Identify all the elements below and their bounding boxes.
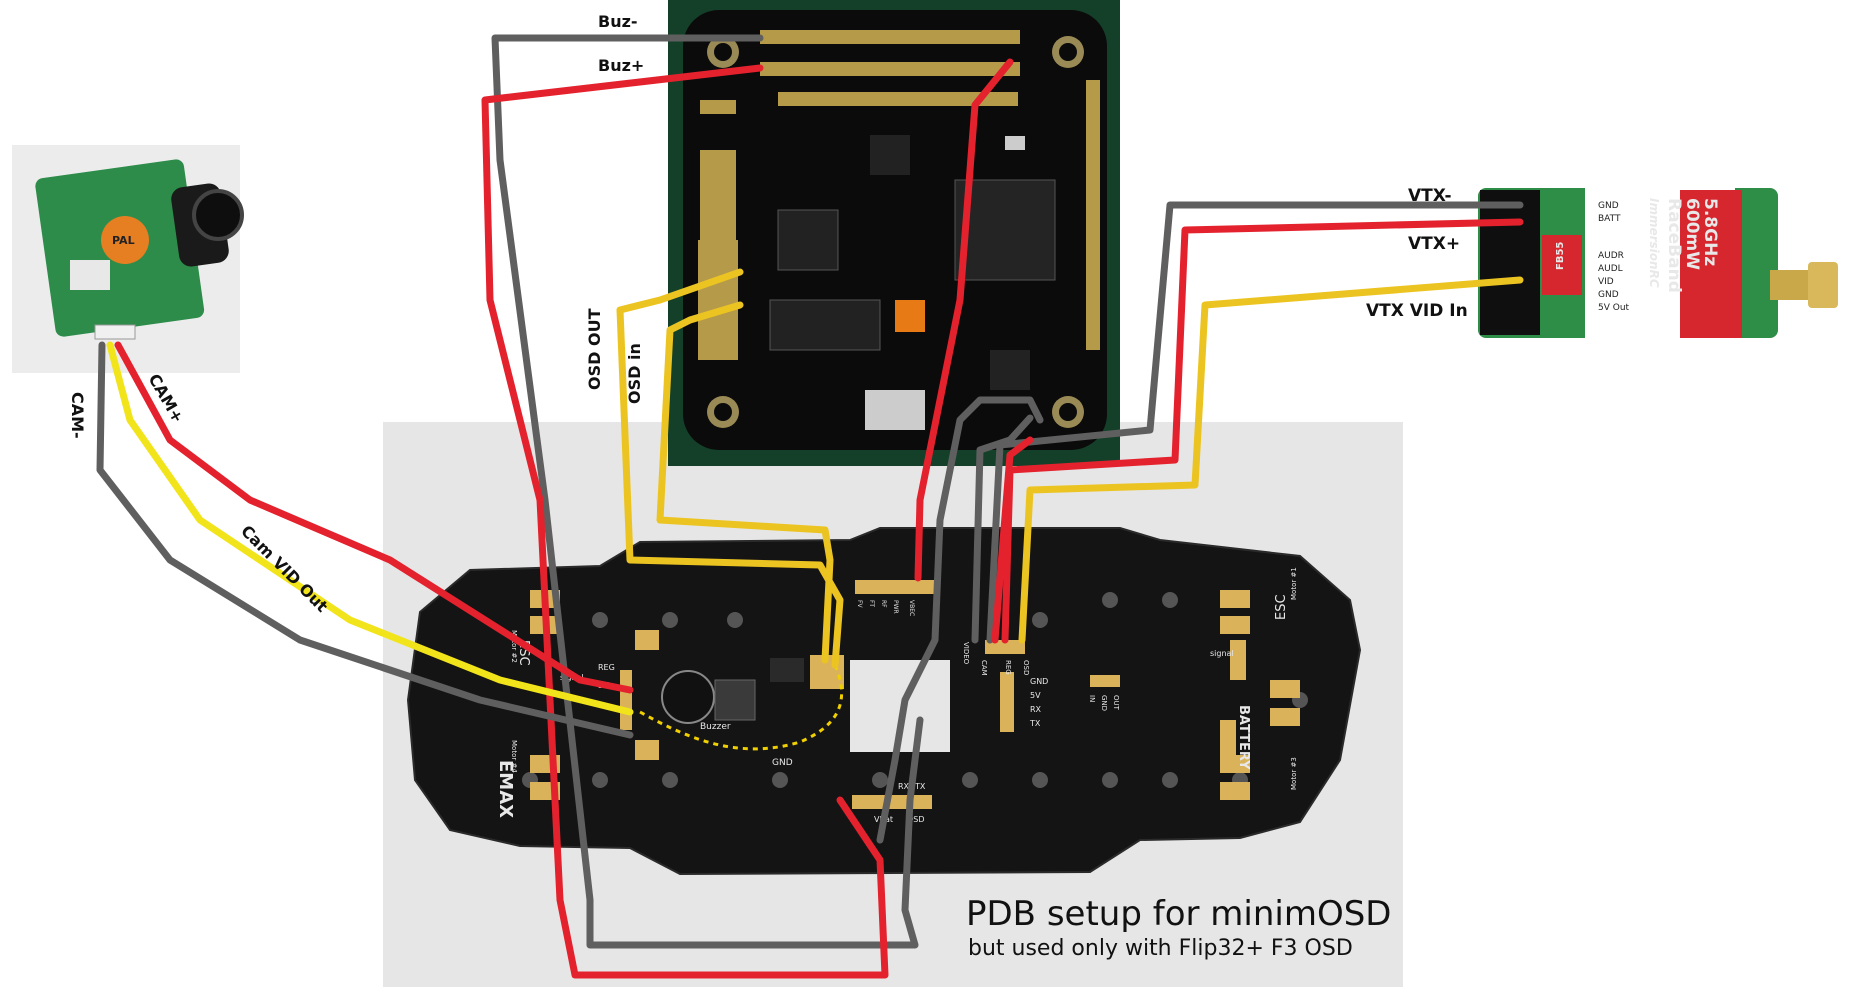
inductor-component	[714, 679, 756, 721]
svg-text:TX: TX	[1029, 719, 1041, 728]
label-vtx-minus: VTX-	[1408, 186, 1452, 206]
svg-text:GND: GND	[1030, 677, 1048, 686]
gnd-silk-label: GND	[772, 758, 793, 768]
buzzer-component	[661, 670, 715, 724]
svg-text:5V Out: 5V Out	[1598, 303, 1630, 313]
pdb-solder-pads	[530, 590, 1300, 800]
vtx-freq-text: 5.8GHz	[1700, 198, 1720, 266]
wire-fc-gray-2	[971, 414, 1034, 644]
vtx-sticker-text: FB55	[1555, 242, 1566, 270]
pdb-dotted-video-trace	[639, 664, 844, 751]
label-cam-vid-out: Cam VID Out	[237, 521, 332, 616]
caption-subtitle: but used only with Flip32+ F3 OSD	[968, 936, 1353, 961]
esc-silk-label-right: ESC	[1274, 594, 1289, 620]
svg-text:FT: FT	[868, 600, 875, 607]
regulator-chip	[770, 658, 804, 682]
svg-text:RX: RX	[898, 782, 910, 791]
svg-text:GND: GND	[1100, 695, 1108, 711]
label-vtx-vid-in: VTX VID In	[1366, 301, 1468, 321]
svg-text:FV: FV	[856, 600, 863, 608]
label-cam-minus: CAM-	[68, 392, 87, 439]
svg-text:RF: RF	[880, 600, 887, 608]
fc-chips	[769, 135, 1056, 430]
camera-module: PAL	[35, 159, 244, 340]
label-buz-minus: Buz-	[598, 12, 638, 31]
wire-cam-plus	[114, 341, 634, 694]
svg-text:TX: TX	[914, 782, 926, 791]
vtx-brand-text: ImmersionRC	[1647, 198, 1661, 288]
pdb-pin-labels-top: FV FT RF PWR VBEC	[856, 600, 915, 616]
svg-text:BATT: BATT	[1598, 214, 1621, 224]
signal-silk-label-right: signal	[1210, 649, 1234, 658]
wire-buz-plus	[481, 64, 889, 979]
wire-vtx-vid-in	[1018, 276, 1524, 644]
wire-cam-minus	[96, 341, 634, 739]
fc-pin-headers	[698, 30, 1100, 360]
svg-text:VBEC: VBEC	[908, 600, 915, 616]
wire-cam-vid-out	[106, 341, 634, 716]
svg-text:AUDL: AUDL	[1598, 264, 1623, 274]
pdb-motor-labels: Motor #1 Motor #2 Motor #3 Motor #4	[510, 567, 1298, 790]
svg-text:AUDR: AUDR	[1598, 251, 1624, 261]
vtx-module: FB55 GND BATT AUDR AUDL VID GND 5V Out 5…	[1478, 186, 1838, 344]
vtx-power-text: 600mW	[1682, 198, 1702, 270]
svg-text:GND: GND	[1598, 201, 1619, 211]
svg-text:VIDEO: VIDEO	[962, 642, 970, 665]
label-osd-out: OSD OUT	[585, 308, 604, 390]
svg-text:Motor #2: Motor #2	[510, 630, 518, 663]
svg-text:REG: REG	[1004, 660, 1012, 675]
svg-text:VID: VID	[1598, 277, 1614, 287]
pdb-pin-labels-uart: GND 5V RX TX	[1029, 677, 1048, 728]
pdb-brand-logo: EMAX	[495, 760, 516, 818]
label-osd-in: OSD in	[625, 343, 644, 404]
pdb-pin-labels-video: VIDEO CAM REG OSD	[962, 642, 1030, 676]
wire-vtx-minus	[986, 201, 1524, 644]
label-vtx-plus: VTX+	[1408, 234, 1460, 254]
vtx-pin-labels: GND BATT AUDR AUDL VID GND 5V Out	[1598, 201, 1630, 313]
wire-osd-in	[656, 301, 834, 664]
svg-text:Motor #1: Motor #1	[1290, 567, 1298, 600]
caption-title: PDB setup for minimOSD	[966, 894, 1391, 934]
buzzer-silk-label: Buzzer	[700, 722, 731, 732]
svg-text:IN: IN	[1088, 695, 1096, 702]
pdb-pin-labels-in: IN GND OUT	[1088, 695, 1120, 711]
svg-text:PWR: PWR	[892, 600, 899, 614]
wire-fc-gray-to-pdb	[876, 396, 1044, 844]
pdb-board: Buzzer GND BATTERY ESC ESC signal signal…	[406, 527, 1362, 876]
wire-fc-red-2	[991, 436, 1034, 644]
svg-text:OUT: OUT	[1112, 695, 1120, 711]
svg-text:CAM: CAM	[980, 660, 988, 676]
label-buz-plus: Buz+	[598, 56, 644, 75]
flight-controller-board	[668, 0, 1120, 466]
svg-text:5V: 5V	[1030, 691, 1041, 700]
svg-text:OSD: OSD	[907, 815, 925, 824]
pal-sticker	[101, 216, 149, 264]
wire-vtx-plus	[1001, 218, 1524, 644]
battery-silk-label: BATTERY	[1236, 705, 1251, 770]
wire-fc-vbec-red	[914, 58, 1014, 582]
svg-text:Motor #3: Motor #3	[1290, 757, 1298, 790]
svg-text:GND: GND	[1598, 290, 1619, 300]
vtx-model-text: RaceBand	[1664, 198, 1684, 293]
svg-text:RX: RX	[1030, 705, 1042, 714]
wire-osd-out	[616, 268, 844, 669]
pal-sticker-label: PAL	[112, 234, 135, 247]
wires	[96, 34, 1524, 979]
svg-text:REG: REG	[598, 663, 615, 672]
svg-text:Motor #4: Motor #4	[510, 740, 518, 773]
svg-text:OSD: OSD	[1022, 660, 1030, 675]
